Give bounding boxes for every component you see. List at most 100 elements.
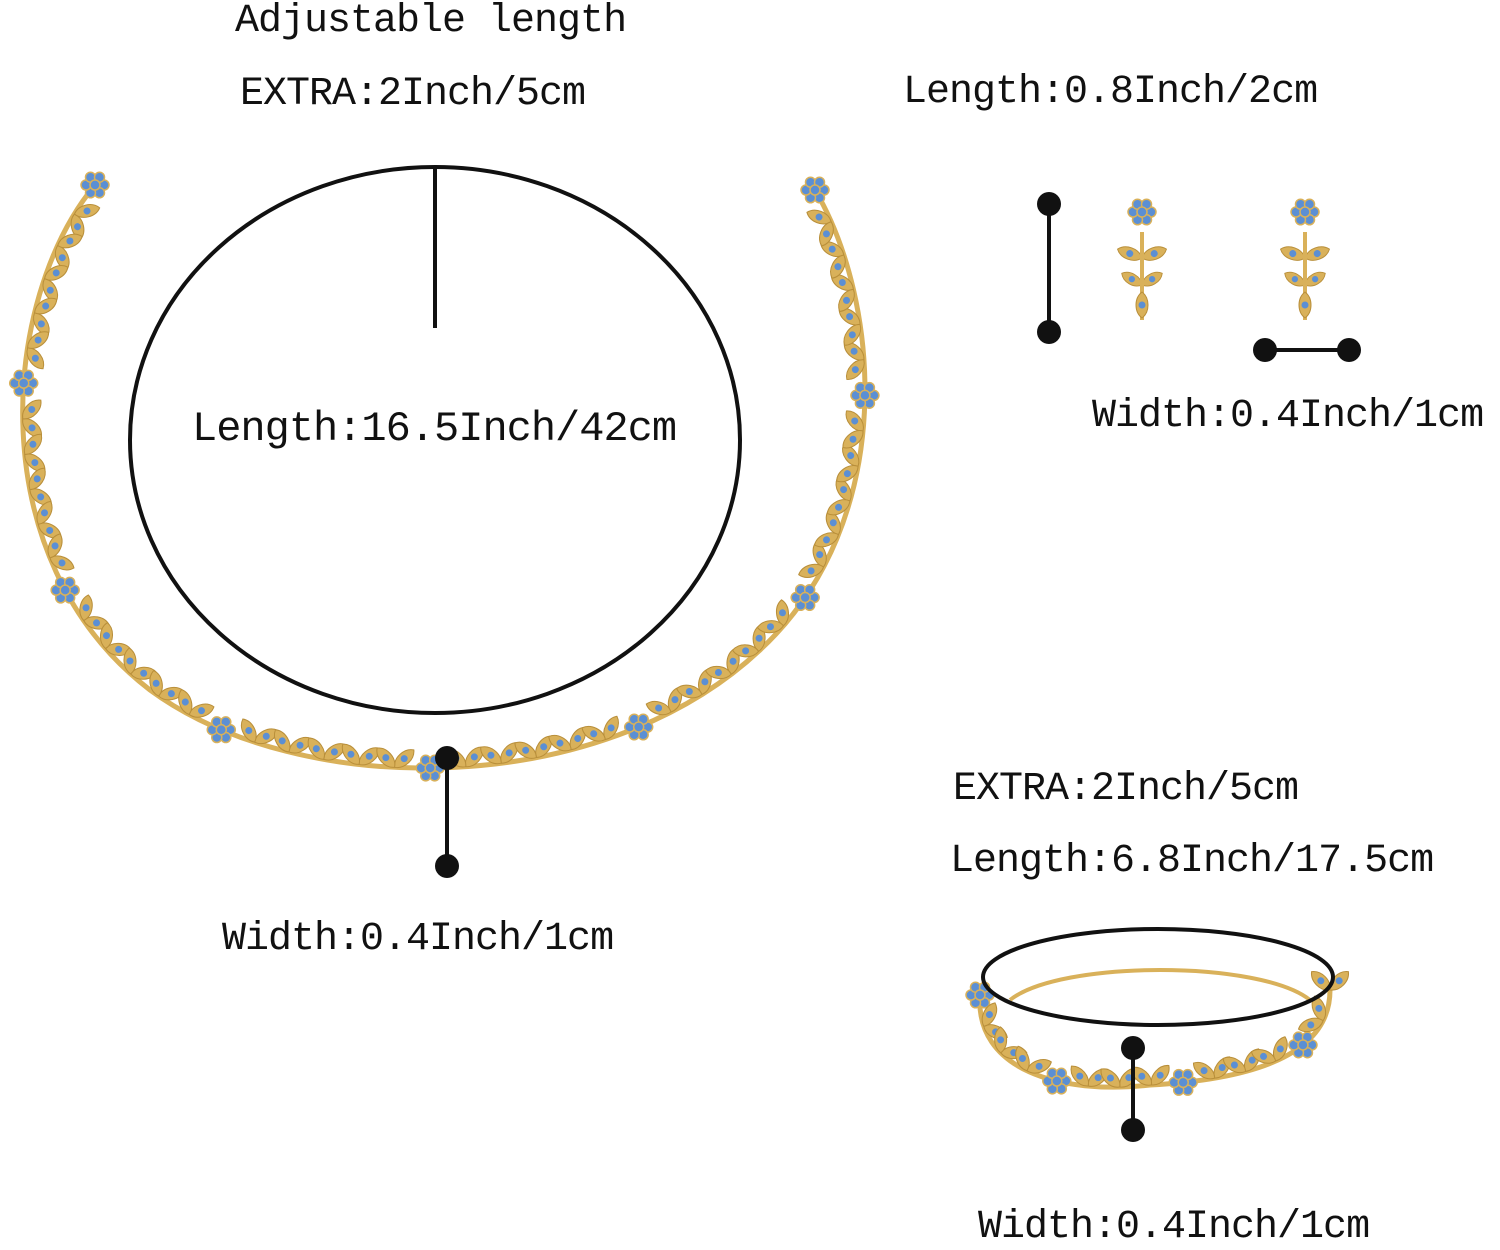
leaf xyxy=(274,729,291,753)
leaf xyxy=(55,244,70,271)
gem xyxy=(505,749,513,757)
leaf xyxy=(732,644,760,658)
flower xyxy=(623,713,654,741)
gem xyxy=(834,263,842,271)
gem xyxy=(590,730,598,738)
gem xyxy=(1301,301,1309,309)
gem xyxy=(1307,1021,1315,1029)
leaf xyxy=(341,743,360,765)
gem xyxy=(1125,1074,1133,1082)
leaf xyxy=(981,1002,998,1027)
flower xyxy=(1042,1067,1072,1095)
gem xyxy=(167,690,175,698)
gem xyxy=(58,559,66,567)
leaf xyxy=(775,599,789,627)
leaf xyxy=(26,347,45,370)
gem xyxy=(1311,275,1319,283)
gem xyxy=(822,230,830,238)
flower-center xyxy=(632,721,645,733)
gem xyxy=(1138,1072,1146,1080)
flower xyxy=(790,583,820,612)
leaf xyxy=(394,749,415,769)
leaf xyxy=(27,331,50,349)
flower-center xyxy=(799,591,811,604)
leaf xyxy=(1222,1056,1247,1073)
gem xyxy=(93,619,101,627)
leaf xyxy=(29,488,52,506)
gem xyxy=(540,743,548,751)
gem xyxy=(1248,1056,1256,1064)
gem xyxy=(365,752,373,760)
gem xyxy=(1291,275,1299,283)
gem xyxy=(37,320,45,328)
gem xyxy=(1106,1074,1114,1082)
leaf xyxy=(1304,271,1326,287)
gem xyxy=(330,748,338,756)
gem xyxy=(815,213,823,221)
leaf xyxy=(645,701,672,716)
necklace-length-circle xyxy=(128,165,742,715)
gem xyxy=(807,567,815,575)
flower xyxy=(1127,198,1157,226)
leaf xyxy=(28,467,46,491)
leaf xyxy=(1015,1045,1030,1072)
flower-center xyxy=(974,989,986,1001)
gem xyxy=(850,347,858,355)
leaf xyxy=(254,728,279,745)
gem xyxy=(851,417,859,425)
gem xyxy=(181,698,189,706)
flower xyxy=(850,381,880,409)
flower xyxy=(965,981,995,1009)
leaf xyxy=(726,647,740,675)
gem xyxy=(522,746,530,754)
bracelet-width-marker xyxy=(1121,1036,1145,1142)
gem xyxy=(838,279,846,287)
leaf xyxy=(819,221,834,247)
gem xyxy=(816,551,824,559)
gem xyxy=(37,493,45,501)
gem xyxy=(846,313,854,321)
flower xyxy=(1168,1068,1198,1096)
flower xyxy=(206,716,237,744)
gem xyxy=(74,223,82,231)
flower-center xyxy=(17,377,30,389)
leaf xyxy=(1150,1064,1170,1086)
flower xyxy=(415,754,445,782)
leaf xyxy=(37,522,62,539)
leaf xyxy=(535,735,553,759)
flower-center xyxy=(1297,1039,1309,1051)
gem xyxy=(115,645,123,653)
gem xyxy=(1317,977,1325,985)
flower-center xyxy=(1051,1075,1063,1087)
leaf xyxy=(157,686,185,701)
gem xyxy=(1276,1045,1284,1053)
leaf xyxy=(1116,246,1143,261)
gem xyxy=(843,296,851,304)
flower xyxy=(80,171,110,199)
gem xyxy=(126,657,134,665)
leaf xyxy=(704,665,732,680)
leaf xyxy=(1135,291,1149,319)
flower-center xyxy=(215,723,228,736)
gem xyxy=(729,657,737,665)
flower-center xyxy=(859,389,871,402)
leaf xyxy=(1273,1036,1288,1062)
gem xyxy=(278,737,286,745)
gem xyxy=(1150,250,1158,258)
gem xyxy=(1094,1074,1102,1082)
leaf xyxy=(47,533,63,559)
gem xyxy=(607,724,615,732)
gem xyxy=(840,486,848,494)
gem xyxy=(140,669,148,677)
leaf xyxy=(22,399,42,420)
flower-center xyxy=(809,184,821,196)
leaf xyxy=(842,430,864,449)
gem xyxy=(34,336,42,344)
leaf xyxy=(123,647,137,675)
leaf xyxy=(548,735,572,752)
gem xyxy=(58,254,66,262)
gem xyxy=(985,1011,993,1019)
gem xyxy=(766,623,774,631)
leaf xyxy=(1070,1065,1089,1087)
